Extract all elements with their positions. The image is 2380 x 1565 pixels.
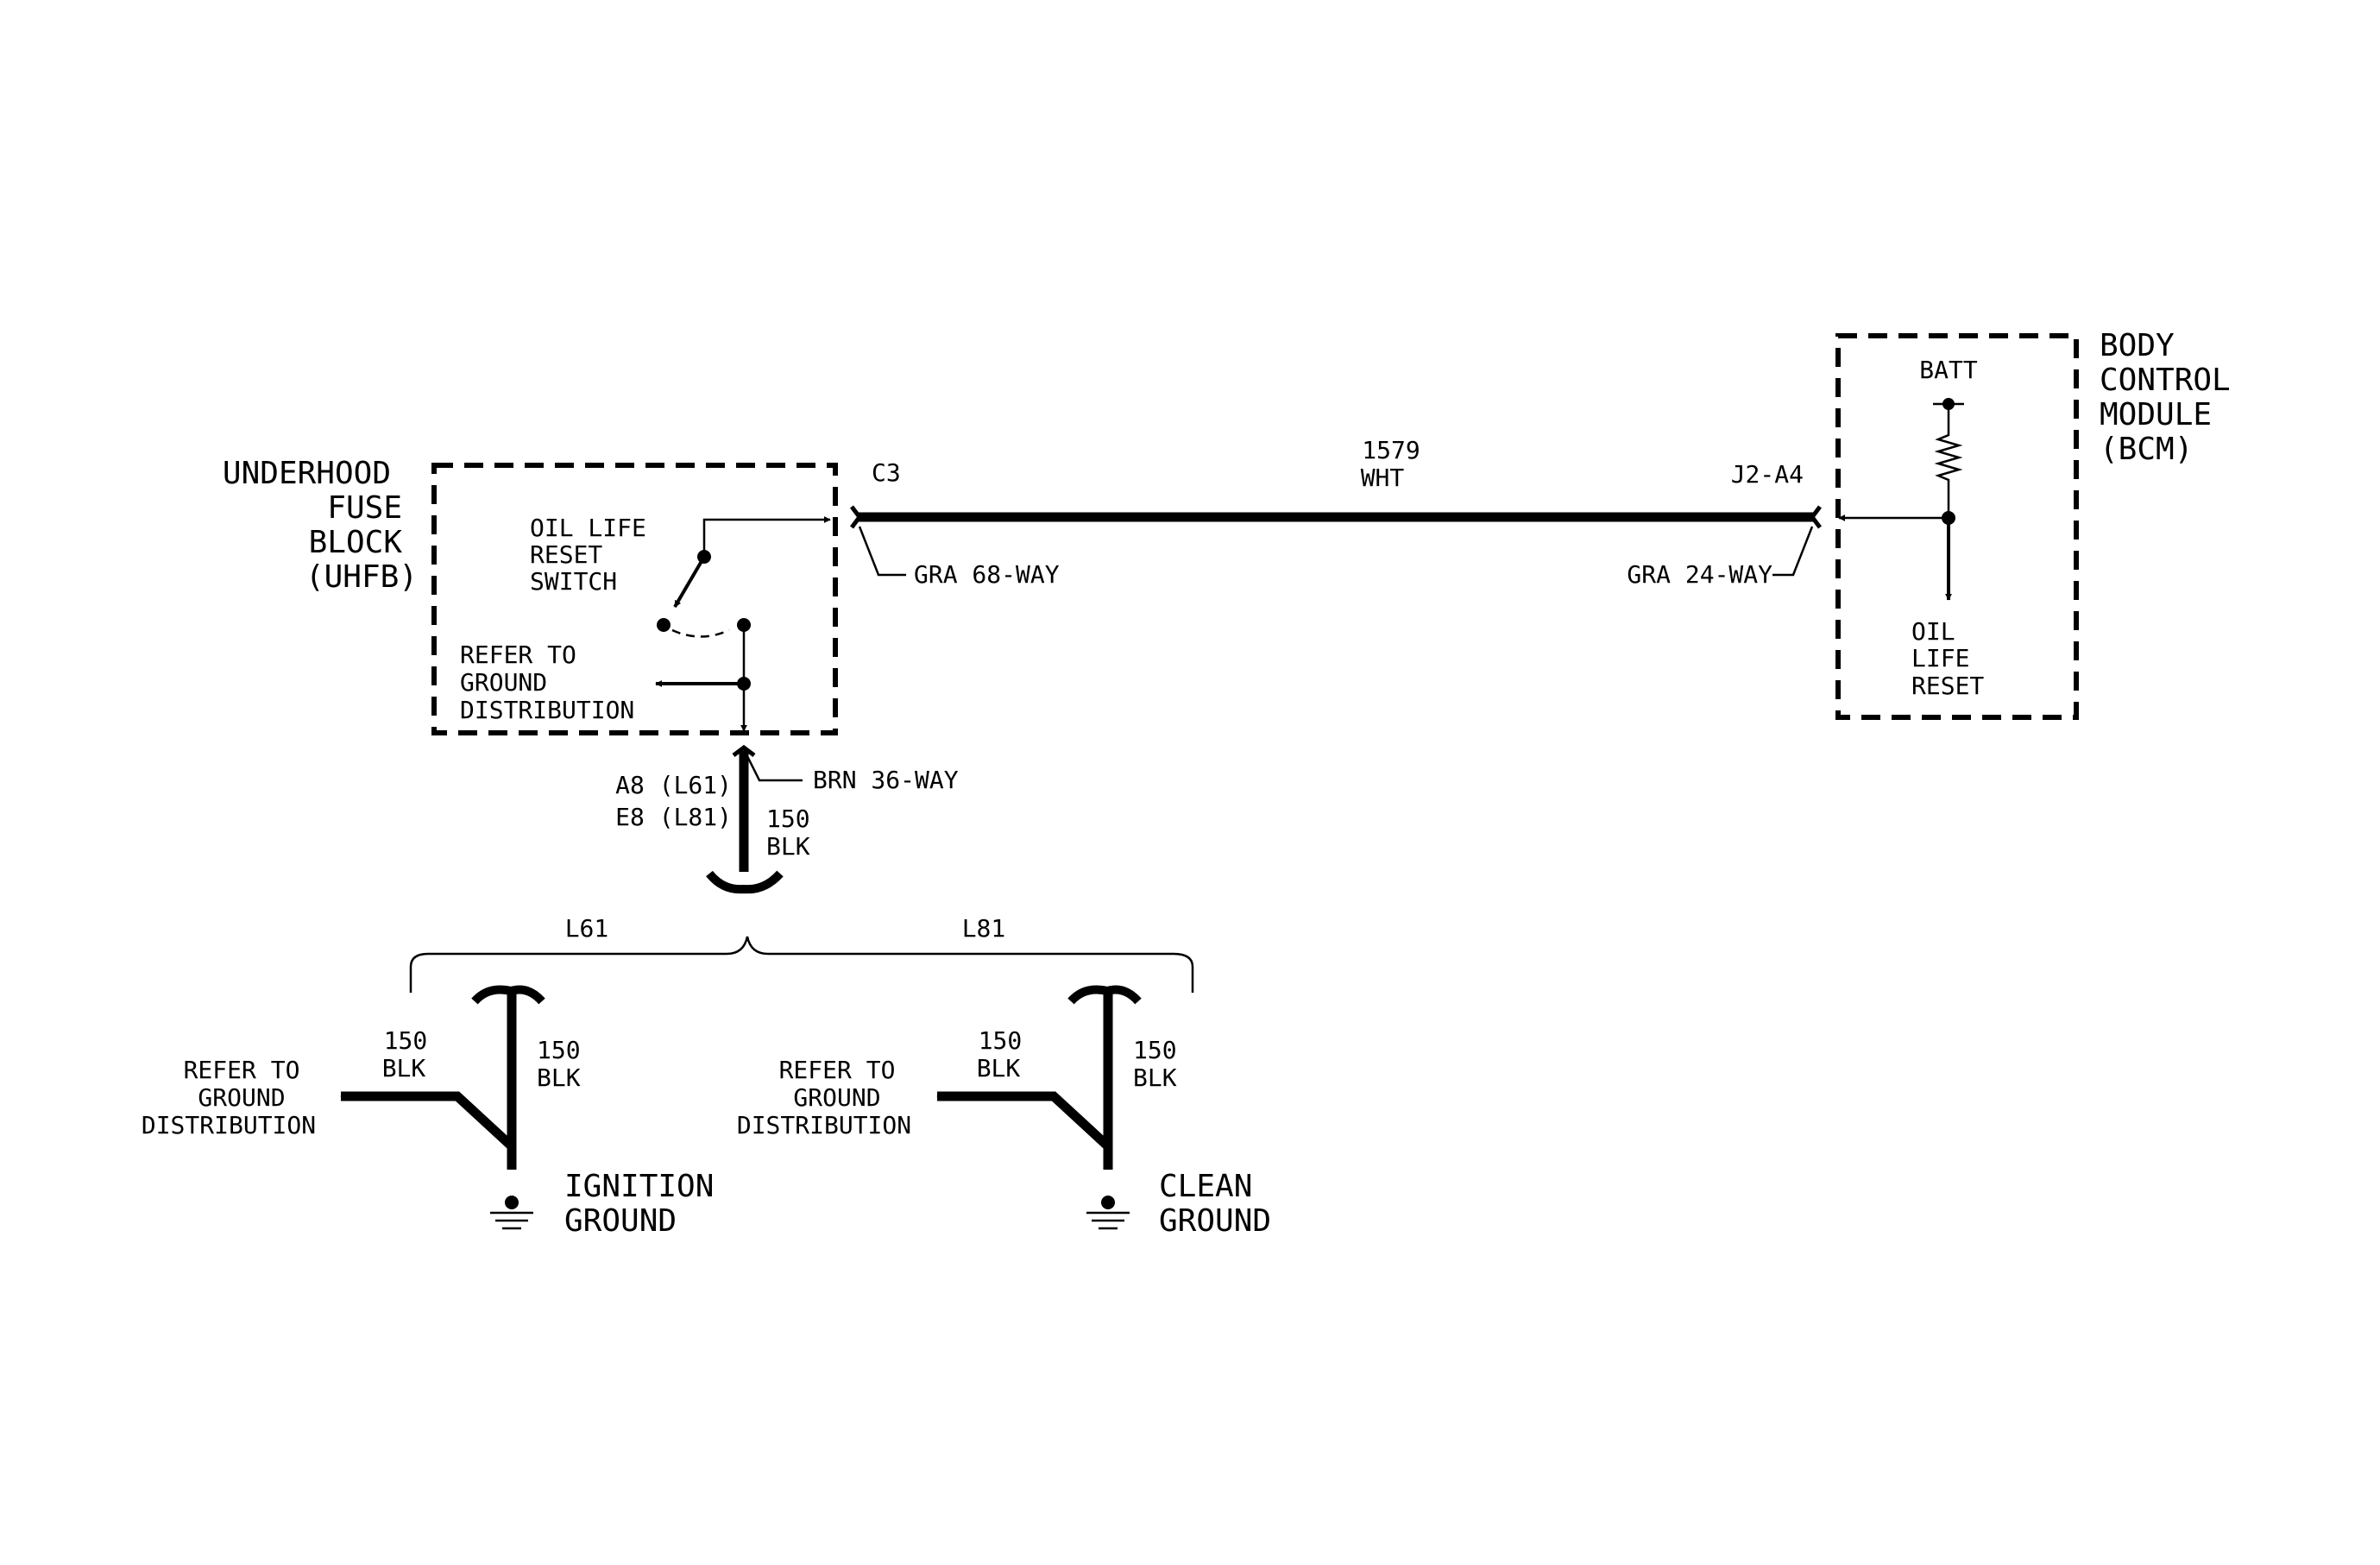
pullup-resistor-icon — [1934, 404, 1963, 518]
connector-j2-leader — [1772, 526, 1814, 577]
connector-j2-pin: J2-A4 — [1731, 460, 1804, 489]
connector-c3-end — [850, 505, 863, 529]
switch-mechanical-link — [671, 628, 730, 638]
trunk-circuit: 150 — [766, 805, 810, 833]
connector-brn-end — [732, 744, 756, 757]
clean-right-circuit: 150 — [1133, 1036, 1177, 1064]
connector-j2-desc: GRA 24-WAY — [1627, 560, 1772, 589]
switch-label-line-1: OIL LIFE — [530, 514, 646, 542]
bcm-name-line-4: (BCM) — [2100, 432, 2193, 467]
uhfb-ground-ref-line-3: DISTRIBUTION — [460, 696, 634, 724]
switch-label-line-3: SWITCH — [530, 567, 617, 596]
ignition-ref-line-2: GROUND — [198, 1083, 285, 1112]
ignition-ground-group: 150 BLK 150 BLK REFER TO GROUND DISTRIBU… — [142, 985, 714, 1239]
bcm-output-line-1: OIL — [1911, 617, 1955, 646]
clean-wire-branch — [963, 1091, 1111, 1151]
wire-color: WHT — [1361, 464, 1405, 492]
clean-ground-line-2: GROUND — [1159, 1203, 1271, 1239]
clean-left-circuit: 150 — [979, 1026, 1023, 1055]
connector-c3-leader — [858, 526, 906, 577]
ground-symbol-icon — [490, 1196, 533, 1230]
clean-ref-line-1: REFER TO — [779, 1056, 896, 1084]
connector-brn-pin-1: A8 (L61) — [615, 771, 732, 799]
ground-trunk: BRN 36-WAY A8 (L61) E8 (L81) 150 BLK L61… — [409, 744, 1194, 993]
bcm-dashed-box — [1835, 333, 2079, 720]
switch-label-line-2: RESET — [530, 540, 602, 569]
switch-to-c3-wire — [702, 516, 831, 557]
connector-c3-desc: GRA 68-WAY — [914, 560, 1060, 589]
uhfb-component: UNDERHOOD FUSE BLOCK (UHFB) OIL LIFE RES… — [223, 456, 838, 735]
clean-ground-line-1: CLEAN — [1159, 1169, 1252, 1204]
option-brace — [409, 936, 1194, 993]
ignition-wire-branch — [367, 1091, 515, 1151]
ground-symbol-icon — [1086, 1196, 1130, 1230]
bcm-batt-label: BATT — [1919, 356, 1978, 384]
bcm-name-line-2: CONTROL — [2100, 363, 2231, 398]
bcm-component: BODY CONTROL MODULE (BCM) BATT OIL LIFE … — [1835, 328, 2231, 720]
connector-brn-pin-2: E8 (L81) — [615, 803, 732, 831]
clean-ref-line-2: GROUND — [793, 1083, 880, 1112]
uhfb-ground-ref-line-1: REFER TO — [460, 641, 576, 669]
ignition-left-color: BLK — [382, 1054, 426, 1082]
connector-brn-desc: BRN 36-WAY — [813, 766, 959, 794]
switch-contact-dot — [657, 618, 671, 632]
bcm-name-line-3: MODULE — [2100, 397, 2212, 432]
uhfb-name-line-2: FUSE — [327, 490, 402, 526]
clean-ref-line-3: DISTRIBUTION — [737, 1111, 911, 1139]
connector-brn-leader — [742, 748, 803, 782]
ignition-ref-line-3: DISTRIBUTION — [142, 1111, 316, 1139]
clean-ground-group: 150 BLK 150 BLK REFER TO GROUND DISTRIBU… — [737, 985, 1271, 1239]
uhfb-name-line-4: (UHFB) — [305, 559, 418, 595]
clean-left-color: BLK — [977, 1054, 1021, 1082]
ignition-ground-line-2: GROUND — [564, 1203, 677, 1239]
main-wire-1579: C3 1579 WHT J2-A4 GRA 68-WAY GRA 24-WAY — [850, 436, 1822, 589]
option-l81-label: L81 — [962, 914, 1006, 943]
uhfb-name-line-3: BLOCK — [309, 525, 403, 560]
bcm-name-line-1: BODY — [2100, 328, 2175, 363]
clean-right-color: BLK — [1133, 1063, 1177, 1092]
trunk-color: BLK — [766, 832, 810, 861]
uhfb-ground-ref-line-2: GROUND — [460, 668, 547, 697]
ignition-left-circuit: 150 — [384, 1026, 428, 1055]
option-l61-label: L61 — [565, 914, 609, 943]
switch-blade — [673, 555, 706, 609]
uhfb-name-line-1: UNDERHOOD — [223, 456, 391, 491]
ignition-right-color: BLK — [537, 1063, 581, 1092]
ignition-right-circuit: 150 — [537, 1036, 581, 1064]
bcm-output-line-3: RESET — [1911, 672, 1984, 700]
bcm-output-line-2: LIFE — [1911, 644, 1969, 672]
wire-circuit-number: 1579 — [1362, 436, 1420, 464]
connector-j2-end — [1809, 505, 1822, 529]
connector-c3-pin: C3 — [872, 458, 901, 487]
ignition-ground-line-1: IGNITION — [564, 1169, 714, 1204]
trunk-splice — [706, 870, 784, 894]
ignition-ref-line-1: REFER TO — [184, 1056, 300, 1084]
